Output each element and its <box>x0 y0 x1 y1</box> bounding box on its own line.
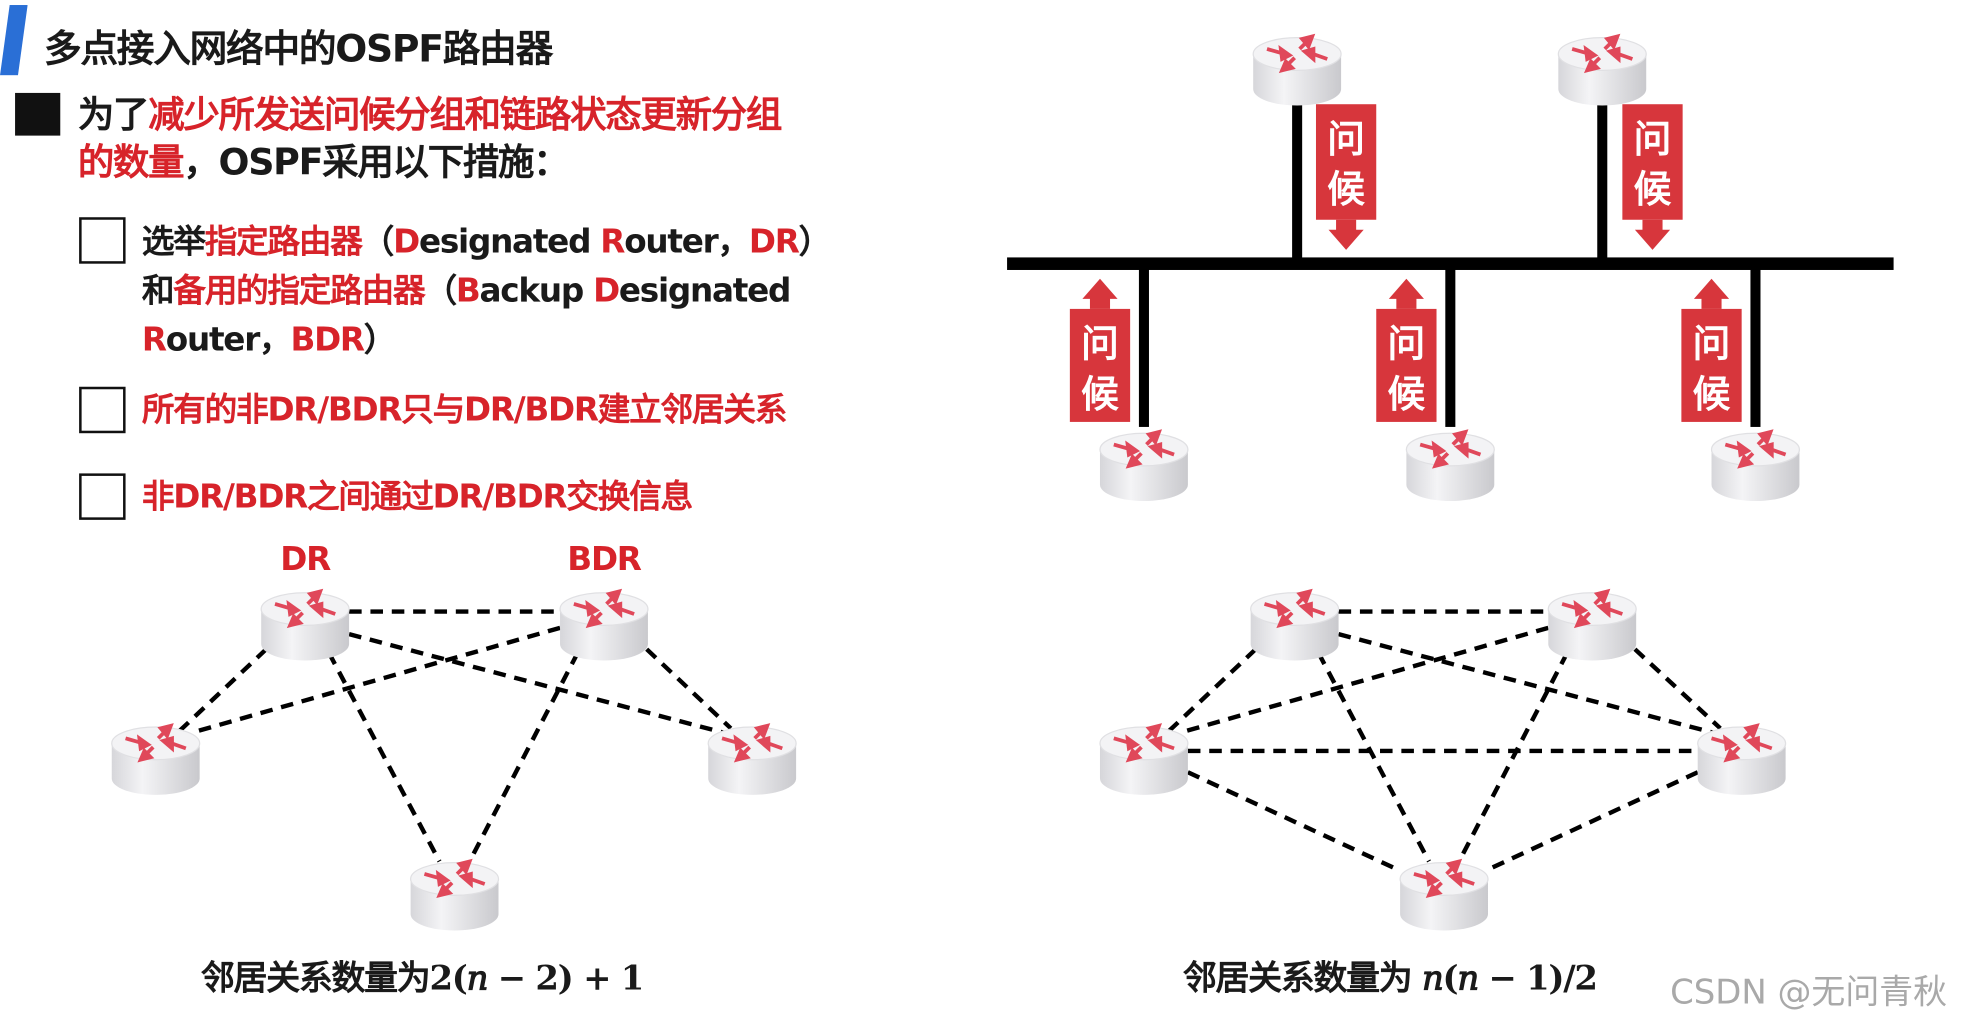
measure-text-segment: （ <box>424 272 457 311</box>
measure-text-segment: D <box>393 223 420 262</box>
adjacency-edge <box>327 651 442 863</box>
svg-text:问: 问 <box>1081 322 1119 366</box>
svg-text:候: 候 <box>1693 372 1731 416</box>
hello-packet-down-arrow: 问候 <box>1622 104 1683 250</box>
measure-text-segment: esignated <box>618 272 792 311</box>
router-icon <box>1556 34 1649 108</box>
checkbox-square-icon <box>79 473 126 520</box>
measure-text-segment: ） <box>363 321 397 360</box>
measure-text-segment: ） <box>798 223 832 262</box>
measure-1: 选举指定路由器（Designated Router，DR）和备用的指定路由器（B… <box>141 218 832 365</box>
intro-highlight-2: 的数量 <box>77 140 185 184</box>
dr-graph-edges <box>176 609 733 863</box>
bus-drop-line <box>1138 266 1149 427</box>
adjacency-edge <box>1186 770 1398 871</box>
measure-text-segment: 所有的非DR/BDR只与DR/BDR建立邻居关系 <box>141 391 787 430</box>
svg-text:问: 问 <box>1634 117 1672 161</box>
measure-text-segment: outer， <box>624 223 750 262</box>
adjacency-edge <box>1316 651 1431 863</box>
adjacency-edge <box>645 647 733 730</box>
router-icon <box>706 723 798 797</box>
bullet-square-icon <box>15 92 61 136</box>
measure-text-segment: 非DR/BDR之间通过DR/BDR交换信息 <box>141 478 693 517</box>
bus-drop-line <box>1597 100 1608 262</box>
caption-text: 邻居关系数量为 <box>200 959 431 999</box>
bus-drop-line <box>1292 100 1303 262</box>
router-icon <box>1695 723 1788 797</box>
adjacency-edge <box>1633 647 1722 730</box>
adjacency-edge <box>176 647 268 734</box>
svg-text:候: 候 <box>1634 167 1672 211</box>
bus-line <box>1007 257 1894 270</box>
router-icon <box>109 723 202 797</box>
intro-highlight-1: 减少所发送问候分组和链路状态更新分组 <box>148 92 782 136</box>
watermark: CSDN @无问青秋 <box>1670 973 1948 1013</box>
measure-text-segment: ackup <box>479 272 594 311</box>
dr-graph-caption: 邻居关系数量为2(𝑛 − 2) + 1 <box>200 951 644 1000</box>
adjacency-edge <box>467 651 580 863</box>
router-icon <box>1248 589 1341 663</box>
router-icon <box>1098 723 1190 797</box>
measure-text-segment: 选举 <box>141 223 206 262</box>
adjacency-edge <box>348 632 732 737</box>
measure-text-segment: R <box>600 223 625 262</box>
svg-text:候: 候 <box>1081 372 1119 416</box>
adjacency-edge <box>1457 651 1570 863</box>
svg-text:问: 问 <box>1388 322 1426 366</box>
dr-label: DR <box>280 541 331 579</box>
measure-text-segment: B <box>455 272 481 311</box>
svg-text:候: 候 <box>1388 372 1426 416</box>
measure-text-segment: esignated <box>418 223 601 262</box>
hello-packet-down-arrow: 问候 <box>1315 104 1377 250</box>
router-icon <box>1546 589 1639 663</box>
svg-text:候: 候 <box>1327 167 1365 211</box>
svg-text:问: 问 <box>1327 117 1365 161</box>
measure-text-segment: （ <box>361 223 395 262</box>
hello-packet-up-arrow: 问候 <box>1069 278 1131 422</box>
measure-text-segment: BDR <box>290 321 365 360</box>
measure-text-segment: 和 <box>141 272 175 311</box>
caption-formula: 2(𝑛 − 2) + 1 <box>429 959 644 999</box>
checkbox-square-icon <box>79 386 126 434</box>
router-icon-bdr <box>558 589 650 663</box>
router-icon <box>1251 34 1343 108</box>
mesh-graph-edges <box>1166 609 1722 871</box>
router-icon <box>1404 430 1497 503</box>
bus-drop-line <box>1750 266 1761 427</box>
intro-suffix: ，OSPF采用以下措施： <box>183 140 569 184</box>
hello-packet-up-arrow: 问候 <box>1376 278 1437 422</box>
adjacency-edge <box>1488 770 1699 871</box>
bdr-label: BDR <box>567 541 642 579</box>
mesh-graph-caption: 邻居关系数量为 𝑛(𝑛 − 1)/2 <box>1182 951 1598 1000</box>
svg-text:问: 问 <box>1693 322 1731 366</box>
adjacency-edge <box>1166 647 1258 734</box>
measure-3: 非DR/BDR之间通过DR/BDR交换信息 <box>141 473 693 522</box>
measure-text-segment: D <box>593 272 620 311</box>
checkbox-square-icon <box>79 217 126 264</box>
caption-formula: 𝑛(𝑛 − 1)/2 <box>1421 959 1598 999</box>
adjacency-edge <box>1338 632 1721 737</box>
measure-text-segment: DR <box>748 223 800 262</box>
measure-text-segment: R <box>141 321 167 360</box>
caption-text: 邻居关系数量为 <box>1182 959 1422 999</box>
intro-prefix: 为了 <box>77 92 150 136</box>
measure-text-segment: 指定路由器 <box>204 223 363 262</box>
router-icon <box>1098 430 1190 503</box>
bus-drop-line <box>1445 266 1456 427</box>
router-icon <box>1398 859 1490 933</box>
hello-packet-up-arrow: 问候 <box>1681 278 1742 422</box>
router-icon <box>408 859 501 933</box>
router-icon-dr <box>259 589 351 663</box>
slide-title: 多点接入网络中的OSPF路由器 <box>43 27 553 72</box>
measure-2: 所有的非DR/BDR只与DR/BDR建立邻居关系 <box>141 387 787 436</box>
router-icon <box>1709 430 1802 503</box>
measure-text-segment: 备用的指定路由器 <box>173 272 425 311</box>
measure-text-segment: outer， <box>165 321 292 360</box>
intro-paragraph: 为了减少所发送问候分组和链路状态更新分组 的数量，OSPF采用以下措施： <box>77 90 782 185</box>
